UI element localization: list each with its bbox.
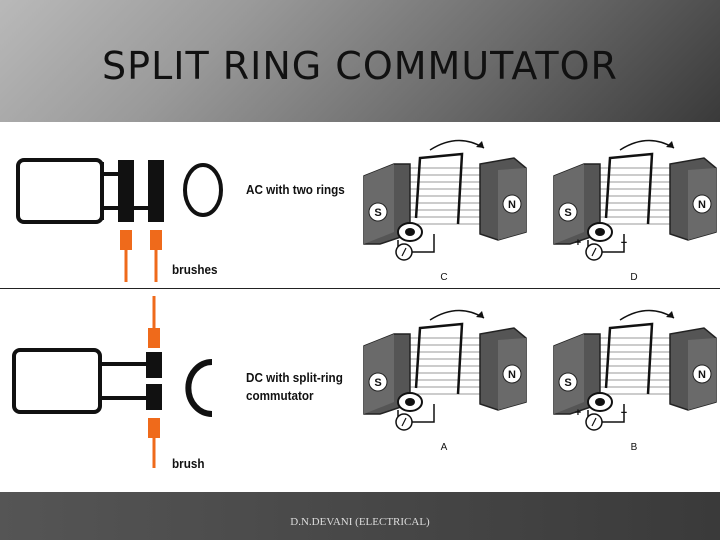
section-divider xyxy=(0,288,720,289)
south-pole-label: S xyxy=(564,377,571,389)
brushes-label: brushes xyxy=(172,262,218,277)
plus-terminal-label: + xyxy=(575,407,581,419)
coil-loop xyxy=(16,158,104,224)
figure-letter: D xyxy=(630,272,637,283)
brush-label: brush xyxy=(172,456,205,471)
rotation-arrow xyxy=(429,139,485,151)
north-pole-label: N xyxy=(698,369,706,381)
commutator-assembly xyxy=(397,392,423,412)
coil-loop xyxy=(12,348,102,414)
split-ring-half-1 xyxy=(146,352,162,378)
commutator-assembly xyxy=(587,222,613,242)
slip-ring-1 xyxy=(118,160,134,222)
coil-leads xyxy=(100,362,150,400)
rotation-arrow xyxy=(619,309,675,321)
figure-letter: A xyxy=(441,442,448,453)
motor-figure-d: S N D + − xyxy=(553,139,717,283)
slide-content: AC with two rings brushes DC with split-… xyxy=(0,122,720,492)
brush-1 xyxy=(120,230,132,250)
title-band: SPLIT RING COMMUTATOR xyxy=(0,0,720,122)
figure-letter: C xyxy=(440,272,447,283)
north-pole-label: N xyxy=(508,369,516,381)
ac-two-rings-diagram xyxy=(16,158,223,282)
motor-figure-c: S N C xyxy=(363,139,527,283)
dc-caption-line2: commutator xyxy=(246,388,314,403)
commutator-assembly xyxy=(397,222,423,242)
commutator-assembly xyxy=(587,392,613,412)
north-pole-magnet xyxy=(669,327,717,411)
footer-credit: D.N.DEVANI (ELECTRICAL) xyxy=(290,516,430,528)
dc-split-ring-diagram xyxy=(12,296,213,468)
footer-band: D.N.DEVANI (ELECTRICAL) xyxy=(0,492,720,540)
brush-top xyxy=(148,328,160,348)
magnetic-field-lines xyxy=(402,337,488,395)
north-pole-magnet xyxy=(479,327,527,411)
south-pole-label: S xyxy=(374,377,381,389)
plus-terminal-label: + xyxy=(575,237,581,249)
ac-caption: AC with two rings xyxy=(246,182,345,197)
motor-figure-b: S N B + − xyxy=(553,309,717,453)
magnetic-field-lines xyxy=(592,337,678,395)
magnetic-field-lines xyxy=(592,167,678,225)
commutator-diagrams xyxy=(12,158,223,468)
split-ring-end-view xyxy=(185,359,213,417)
south-pole-magnet xyxy=(553,163,601,245)
coil-leads xyxy=(100,162,120,220)
dc-caption-line1: DC with split-ring xyxy=(246,370,343,385)
armature-coil xyxy=(604,322,654,395)
minus-terminal-label: − xyxy=(621,237,627,249)
south-pole-magnet xyxy=(363,163,411,245)
rotation-arrow xyxy=(429,309,485,321)
south-pole-label: S xyxy=(564,207,571,219)
slide-title: SPLIT RING COMMUTATOR xyxy=(102,44,618,88)
armature-coil xyxy=(414,322,464,395)
south-pole-label: S xyxy=(374,207,381,219)
split-ring-half-2 xyxy=(146,384,162,410)
arrow-head-icon xyxy=(476,311,484,318)
north-pole-magnet xyxy=(669,157,717,241)
figure-letter: B xyxy=(631,442,638,453)
north-pole-magnet xyxy=(479,157,527,241)
brush-bottom xyxy=(148,418,160,438)
slip-ring-2 xyxy=(148,160,164,222)
arrow-head-icon xyxy=(666,141,674,148)
south-pole-magnet xyxy=(553,333,601,415)
magnetic-field-lines xyxy=(402,167,488,225)
arrow-head-icon xyxy=(666,311,674,318)
minus-terminal-label: − xyxy=(621,407,627,419)
north-pole-label: N xyxy=(698,199,706,211)
armature-coil xyxy=(414,152,464,225)
south-pole-magnet xyxy=(363,333,411,415)
ring-end-view xyxy=(183,163,223,217)
brush-2 xyxy=(150,230,162,250)
north-pole-label: N xyxy=(508,199,516,211)
armature-coil xyxy=(604,152,654,225)
motor-figure-a: S N A xyxy=(363,309,527,453)
arrow-head-icon xyxy=(476,141,484,148)
rotation-arrow xyxy=(619,139,675,151)
